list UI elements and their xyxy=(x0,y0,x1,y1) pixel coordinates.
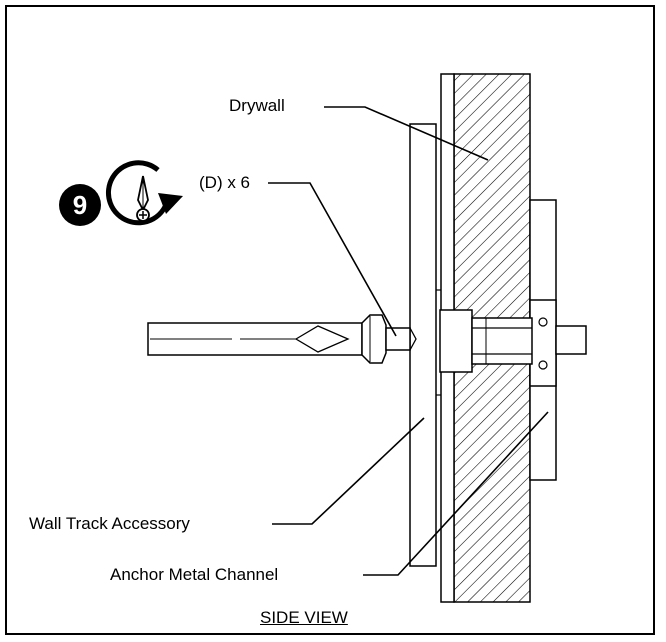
fastener-assembly xyxy=(439,309,533,373)
anchor-channel-leader xyxy=(363,411,549,576)
step-number-badge: 9 xyxy=(59,184,101,226)
wall-track-leader xyxy=(272,417,425,525)
diagram-frame xyxy=(5,5,655,635)
anchor-channel xyxy=(529,199,587,481)
drywall-label: Drywall xyxy=(229,96,285,115)
fastener-leader xyxy=(268,182,397,337)
leader-lines xyxy=(268,106,549,576)
wall-track-label: Wall Track Accessory xyxy=(29,514,190,533)
step-number: 9 xyxy=(73,190,87,220)
phillips-screwdriver-clockwise-icon xyxy=(105,160,183,226)
drywall-leader xyxy=(324,106,489,161)
view-title: SIDE VIEW xyxy=(260,608,348,627)
fastener-label: (D) x 6 xyxy=(199,173,250,192)
anchor-channel-label: Anchor Metal Channel xyxy=(110,565,279,584)
screwdriver xyxy=(147,314,417,364)
wall-track-strip xyxy=(409,123,441,567)
